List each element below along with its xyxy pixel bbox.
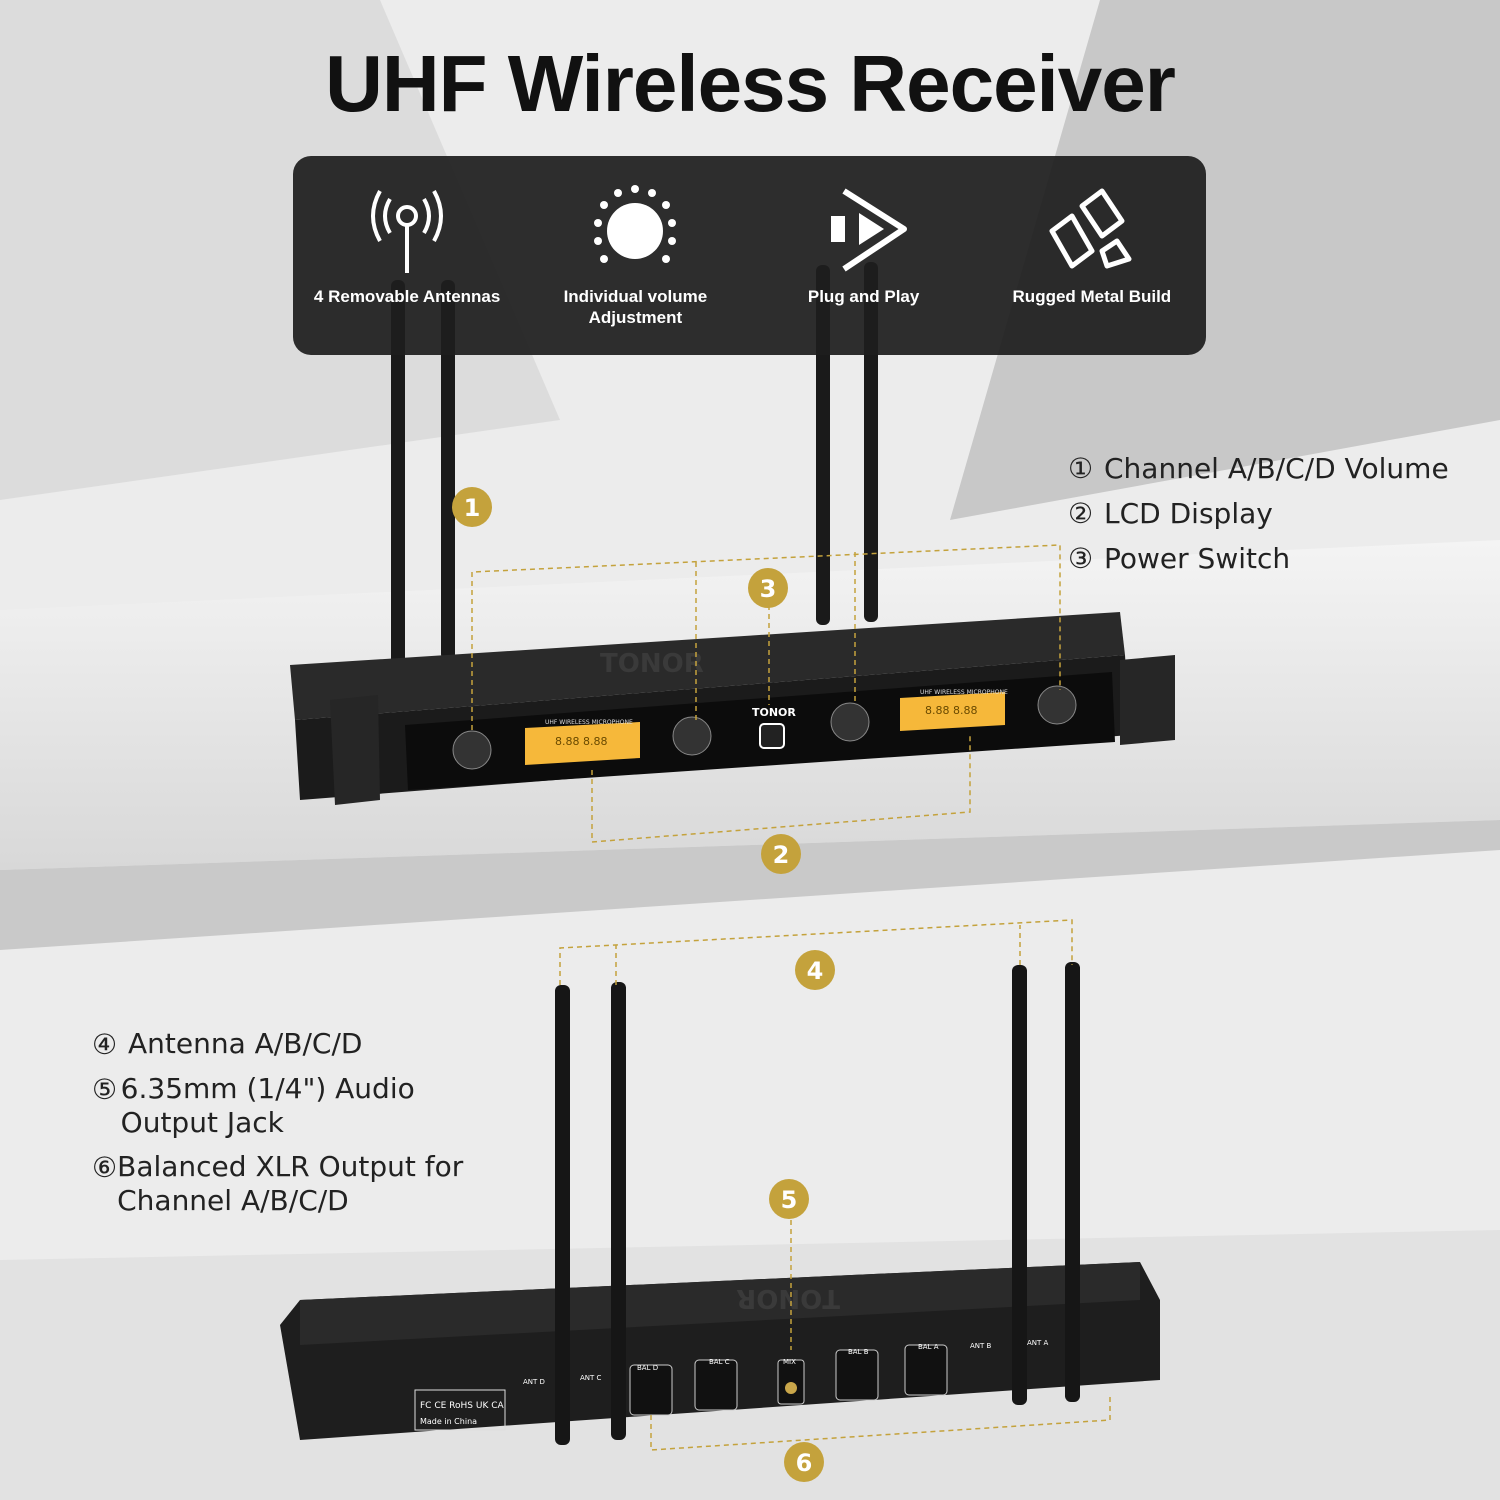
feature-metal: Rugged Metal Build bbox=[978, 156, 1206, 355]
volume-knob-d bbox=[1037, 685, 1077, 725]
callout-number: ⑤ bbox=[92, 1073, 118, 1106]
lcd-display-left bbox=[525, 722, 640, 765]
callout-number: ① bbox=[1068, 452, 1094, 485]
made-in-text: Made in China bbox=[420, 1417, 477, 1426]
feature-plug-play: Plug and Play bbox=[750, 156, 978, 355]
brand-embossed-rear: TONOR bbox=[736, 1283, 840, 1313]
port-label: MIX bbox=[783, 1358, 796, 1366]
callout-text: 6.35mm (1/4") Audio Output Jack bbox=[120, 1072, 415, 1139]
port-label: BAL D bbox=[637, 1364, 658, 1372]
power-switch bbox=[759, 723, 785, 749]
callout-text: Power Switch bbox=[1104, 542, 1291, 575]
callout-lcd: ② LCD Display bbox=[1068, 491, 1449, 536]
port-label: BAL A bbox=[918, 1343, 939, 1351]
brand-embossed: TONOR bbox=[600, 649, 704, 679]
feature-label: Individual volume Adjustment bbox=[563, 287, 708, 327]
callout-text: Antenna A/B/C/D bbox=[128, 1027, 363, 1060]
plug-play-icon bbox=[830, 188, 907, 272]
callout-number: ③ bbox=[1068, 542, 1094, 575]
port-label: ANT D bbox=[523, 1378, 545, 1386]
feature-label: Plug and Play bbox=[807, 287, 920, 306]
metal-bars-icon bbox=[1049, 188, 1132, 269]
lcd-digits: 8.88 8.88 bbox=[925, 704, 977, 717]
lcd-label: UHF WIRELESS MICROPHONE bbox=[920, 689, 1008, 696]
volume-knob-icon bbox=[594, 185, 677, 263]
callout-text: Channel A/B/C/D Volume bbox=[1104, 452, 1449, 485]
features-banner: 4 Removable Antennas Individual volume A… bbox=[293, 156, 1206, 355]
port-label: BAL B bbox=[848, 1348, 869, 1356]
marker-1: 1 bbox=[464, 494, 481, 522]
callout-number: ② bbox=[1068, 497, 1094, 530]
lcd-display-right bbox=[900, 692, 1005, 731]
receiver-front: UHF WIRELESS MICROPHONE UHF WIRELESS MIC… bbox=[290, 612, 1175, 805]
marker-3: 3 bbox=[760, 575, 777, 603]
callout-volume: ① Channel A/B/C/D Volume bbox=[1068, 446, 1449, 491]
antenna-icon bbox=[371, 190, 444, 273]
front-callout-list: ① Channel A/B/C/D Volume ② LCD Display ③ Po… bbox=[1068, 446, 1449, 581]
feature-label: Rugged Metal Build bbox=[1012, 287, 1172, 306]
cert-label bbox=[414, 1389, 506, 1431]
feature-label: 4 Removable Antennas bbox=[313, 287, 501, 306]
marker-6: 6 bbox=[796, 1449, 813, 1477]
port-label: ANT B bbox=[970, 1342, 992, 1350]
callout-text: Balanced XLR Output for Channel A/B/C/D bbox=[117, 1150, 464, 1217]
receiver-rear: TONOR FC CE RoHS UK CA Made in China ANT… bbox=[280, 1262, 1160, 1440]
marker-2: 2 bbox=[773, 841, 790, 869]
volume-knob-c bbox=[830, 702, 870, 742]
mix-jack bbox=[785, 1382, 797, 1394]
rear-antennas bbox=[555, 962, 1080, 1445]
feature-volume: Individual volume Adjustment bbox=[521, 156, 749, 355]
brand-logo: TONOR bbox=[752, 706, 796, 719]
port-label: BAL C bbox=[709, 1358, 730, 1366]
cert-text: FC CE RoHS UK CA bbox=[420, 1401, 504, 1411]
page-title: UHF Wireless Receiver bbox=[325, 39, 1176, 128]
lcd-label: UHF WIRELESS MICROPHONE bbox=[545, 719, 633, 726]
callout-markers: 1 2 3 4 5 6 bbox=[452, 487, 835, 1482]
callout-number: ⑥ bbox=[92, 1151, 118, 1184]
port-label: ANT A bbox=[1027, 1339, 1049, 1347]
marker-5: 5 bbox=[781, 1186, 798, 1214]
feature-antennas: 4 Removable Antennas bbox=[293, 156, 521, 355]
volume-knob-a bbox=[452, 730, 492, 770]
port-label: ANT C bbox=[580, 1374, 602, 1382]
callout-power: ③ Power Switch bbox=[1068, 536, 1449, 581]
volume-knob-b bbox=[672, 716, 712, 756]
callout-text: LCD Display bbox=[1104, 497, 1273, 530]
callout-antenna: ④ Antenna A/B/C/D bbox=[92, 1022, 492, 1067]
callout-number: ④ bbox=[92, 1028, 118, 1061]
marker-4: 4 bbox=[807, 957, 824, 985]
lcd-digits: 8.88 8.88 bbox=[555, 735, 607, 748]
